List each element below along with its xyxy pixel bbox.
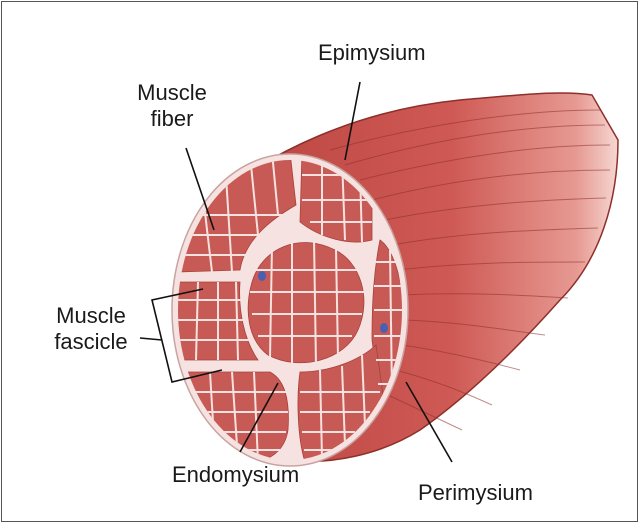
- label-endomysium: Endomysium: [172, 462, 299, 488]
- label-muscle-fiber: Muscle fiber: [128, 80, 216, 132]
- fascicle-center: [248, 243, 364, 363]
- label-muscle-fascicle-line1: Muscle: [45, 303, 137, 329]
- blood-vessel-left: [258, 271, 266, 281]
- label-epimysium: Epimysium: [318, 40, 426, 66]
- label-perimysium: Perimysium: [418, 480, 533, 506]
- label-muscle-fascicle: Muscle fascicle: [45, 303, 137, 355]
- blood-vessel-right: [380, 323, 388, 333]
- label-muscle-fascicle-line2: fascicle: [45, 329, 137, 355]
- muscle-fascicle-leader: [140, 338, 162, 340]
- label-muscle-fiber-line2: fiber: [128, 106, 216, 132]
- label-muscle-fiber-line1: Muscle: [128, 80, 216, 106]
